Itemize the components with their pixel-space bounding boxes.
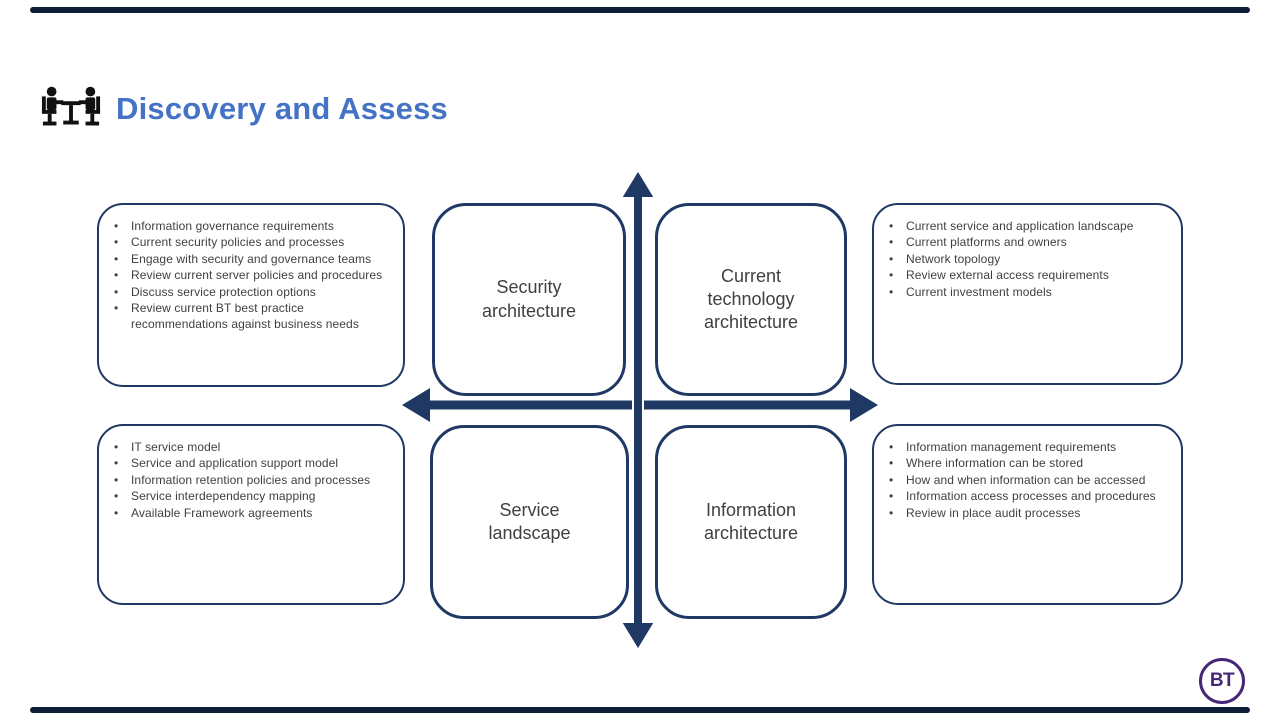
bottom-border-bar (30, 707, 1250, 713)
top-border-bar (30, 7, 1250, 13)
quadrant-label: Service landscape (488, 499, 571, 543)
bullet-item: Current security policies and processes (105, 234, 393, 251)
quadrant-label: Information architecture (703, 499, 799, 543)
bullet-item: Information governance requirements (105, 218, 393, 235)
bullet-list: Current service and application landscap… (880, 218, 1171, 300)
meeting-icon (40, 84, 102, 134)
bullet-item: Current investment models (880, 284, 1171, 301)
bullet-box-service-landscape: IT service modelService and application … (97, 424, 405, 605)
bt-logo: BT (1199, 658, 1245, 704)
bullet-item: How and when information can be accessed (880, 472, 1171, 489)
bullet-item: Information management requirements (880, 439, 1171, 456)
bullet-item: Available Framework agreements (105, 505, 393, 522)
bullet-item: Service interdependency mapping (105, 488, 393, 505)
bullet-item: Review current BT best practice recommen… (105, 300, 393, 333)
bullet-box-information-architecture: Information management requirementsWhere… (872, 424, 1183, 605)
quadrant-label: Security architecture (481, 277, 577, 321)
bullet-item: Review in place audit processes (880, 505, 1171, 522)
bullet-item: Discuss service protection options (105, 284, 393, 301)
page-title: Discovery and Assess (116, 90, 448, 126)
bullet-item: Service and application support model (105, 455, 393, 472)
bt-logo-text: BT (1209, 670, 1235, 691)
bullet-item: Current service and application landscap… (880, 218, 1171, 235)
slide-header: Discovery and Assess (40, 84, 448, 134)
bullet-list: IT service modelService and application … (105, 439, 393, 521)
bullet-item: Information access processes and procedu… (880, 488, 1171, 505)
bullet-item: IT service model (105, 439, 393, 456)
bullet-box-current-technology-architecture: Current service and application landscap… (872, 203, 1183, 385)
bullet-item: Information retention policies and proce… (105, 472, 393, 489)
quadrant-box-service-landscape: Service landscape (430, 425, 629, 619)
quadrant-box-security-architecture: Security architecture (432, 203, 626, 396)
bullet-item: Where information can be stored (880, 455, 1171, 472)
bullet-item: Review external access requirements (880, 267, 1171, 284)
axes-cross-arrows (402, 168, 878, 652)
quadrant-box-current-technology-architecture: Current technology architecture (655, 203, 847, 396)
bullet-box-security-architecture: Information governance requirementsCurre… (97, 203, 405, 387)
quadrant-label: Current technology architecture (703, 265, 799, 333)
bullet-item: Network topology (880, 251, 1171, 268)
bullet-item: Current platforms and owners (880, 234, 1171, 251)
bullet-list: Information management requirementsWhere… (880, 439, 1171, 521)
bullet-list: Information governance requirementsCurre… (105, 218, 393, 333)
quadrant-box-information-architecture: Information architecture (655, 425, 847, 619)
bullet-item: Engage with security and governance team… (105, 251, 393, 268)
bullet-item: Review current server policies and proce… (105, 267, 393, 284)
